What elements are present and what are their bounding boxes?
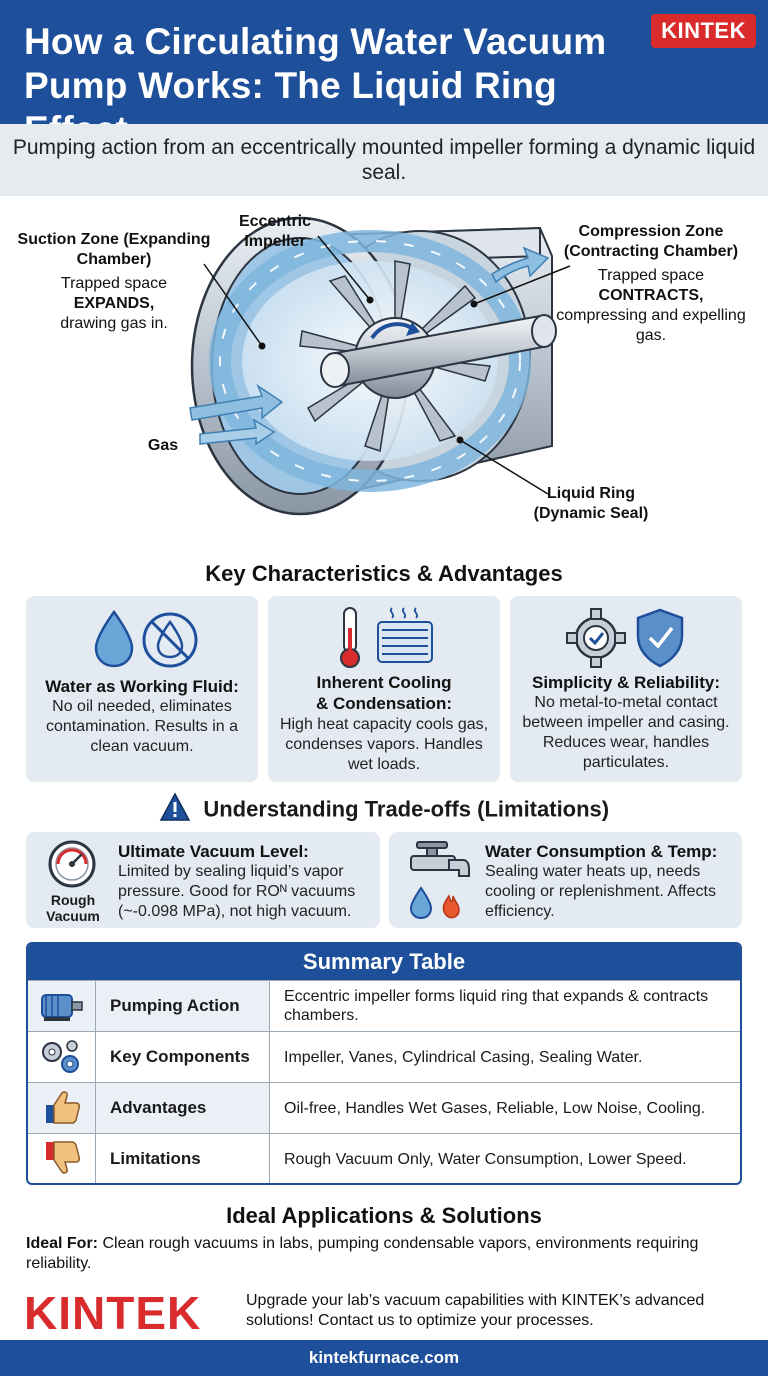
table-row: Limitations Rough Vacuum Only, Water Con… (28, 1133, 740, 1183)
gear-shield-icon (566, 608, 684, 668)
footer-cta-text: Upgrade your lab’s vacuum capabilities w… (246, 1292, 705, 1329)
liquid-ring-label: Liquid Ring (Dynamic Seal) (533, 485, 649, 522)
gears-icon (28, 1032, 96, 1082)
card-water-fluid: Water as Working Fluid: No oil needed, e… (26, 596, 258, 782)
header-banner: How a Circulating Water Vacuum Pump Work… (0, 0, 768, 150)
gas-inlet-arrow (189, 384, 284, 421)
website-link[interactable]: kintekfurnace.com (308, 1348, 460, 1367)
summary-table-header: Summary Table (28, 944, 740, 980)
suction-zone-label: Suction Zone (Expanding Chamber) Trapped… (17, 231, 211, 332)
subtitle: Pumping action from an eccentrically mou… (0, 124, 768, 196)
table-row: Pumping Action Eccentric impeller forms … (28, 980, 740, 1031)
impeller-label: Eccentric Impeller (238, 213, 312, 250)
tradeoff-water-consumption: Water Consumption & Temp: Sealing water … (389, 832, 742, 928)
table-row: Advantages Oil-free, Handles Wet Gases, … (28, 1082, 740, 1133)
motor-icon (28, 981, 96, 1031)
rotation-arrow (370, 322, 413, 340)
thumbs-up-icon (28, 1083, 96, 1133)
gas-label: Gas (147, 437, 179, 454)
thermometer-condenser-icon (340, 607, 433, 668)
pump-illustration (189, 216, 571, 516)
tradeoffs-heading: Understanding Trade-offs (Limitations) (0, 792, 768, 826)
faucet-icon (409, 841, 470, 920)
card-simplicity: Simplicity & Reliability: No metal-to-me… (510, 596, 742, 782)
kintek-logo: KINTEK (24, 1287, 202, 1339)
footer-bar: kintekfurnace.com (0, 1340, 768, 1376)
summary-table: Summary Table Pumping Action Eccentric i… (26, 942, 742, 1185)
card-cooling: Inherent Cooling & Condensation: High he… (268, 596, 500, 782)
table-row: Key Components Impeller, Vanes, Cylindri… (28, 1031, 740, 1082)
pump-diagram: Suction Zone (Expanding Chamber) Trapped… (0, 196, 768, 550)
characteristics-title: Key Characteristics & Advantages (205, 561, 563, 586)
applications-text: Ideal For: Clean rough vacuums in labs, … (26, 1235, 699, 1272)
pressure-gauge-icon (48, 840, 96, 888)
gauge-caption: Rough Vacuum (46, 892, 100, 924)
thumbs-down-icon (28, 1134, 96, 1183)
compression-zone-label: Compression Zone (Contracting Chamber) T… (556, 223, 746, 344)
gas-outlet-arrow (491, 246, 550, 284)
water-drop-icon (94, 609, 198, 668)
warning-icon (159, 792, 191, 827)
applications-title: Ideal Applications & Solutions (226, 1203, 542, 1228)
tradeoff-vacuum-level: Rough Vacuum Ultimate Vacuum Level: Limi… (26, 832, 380, 928)
brand-badge: KINTEK (651, 14, 756, 48)
page-title: How a Circulating Water Vacuum Pump Work… (24, 21, 607, 150)
